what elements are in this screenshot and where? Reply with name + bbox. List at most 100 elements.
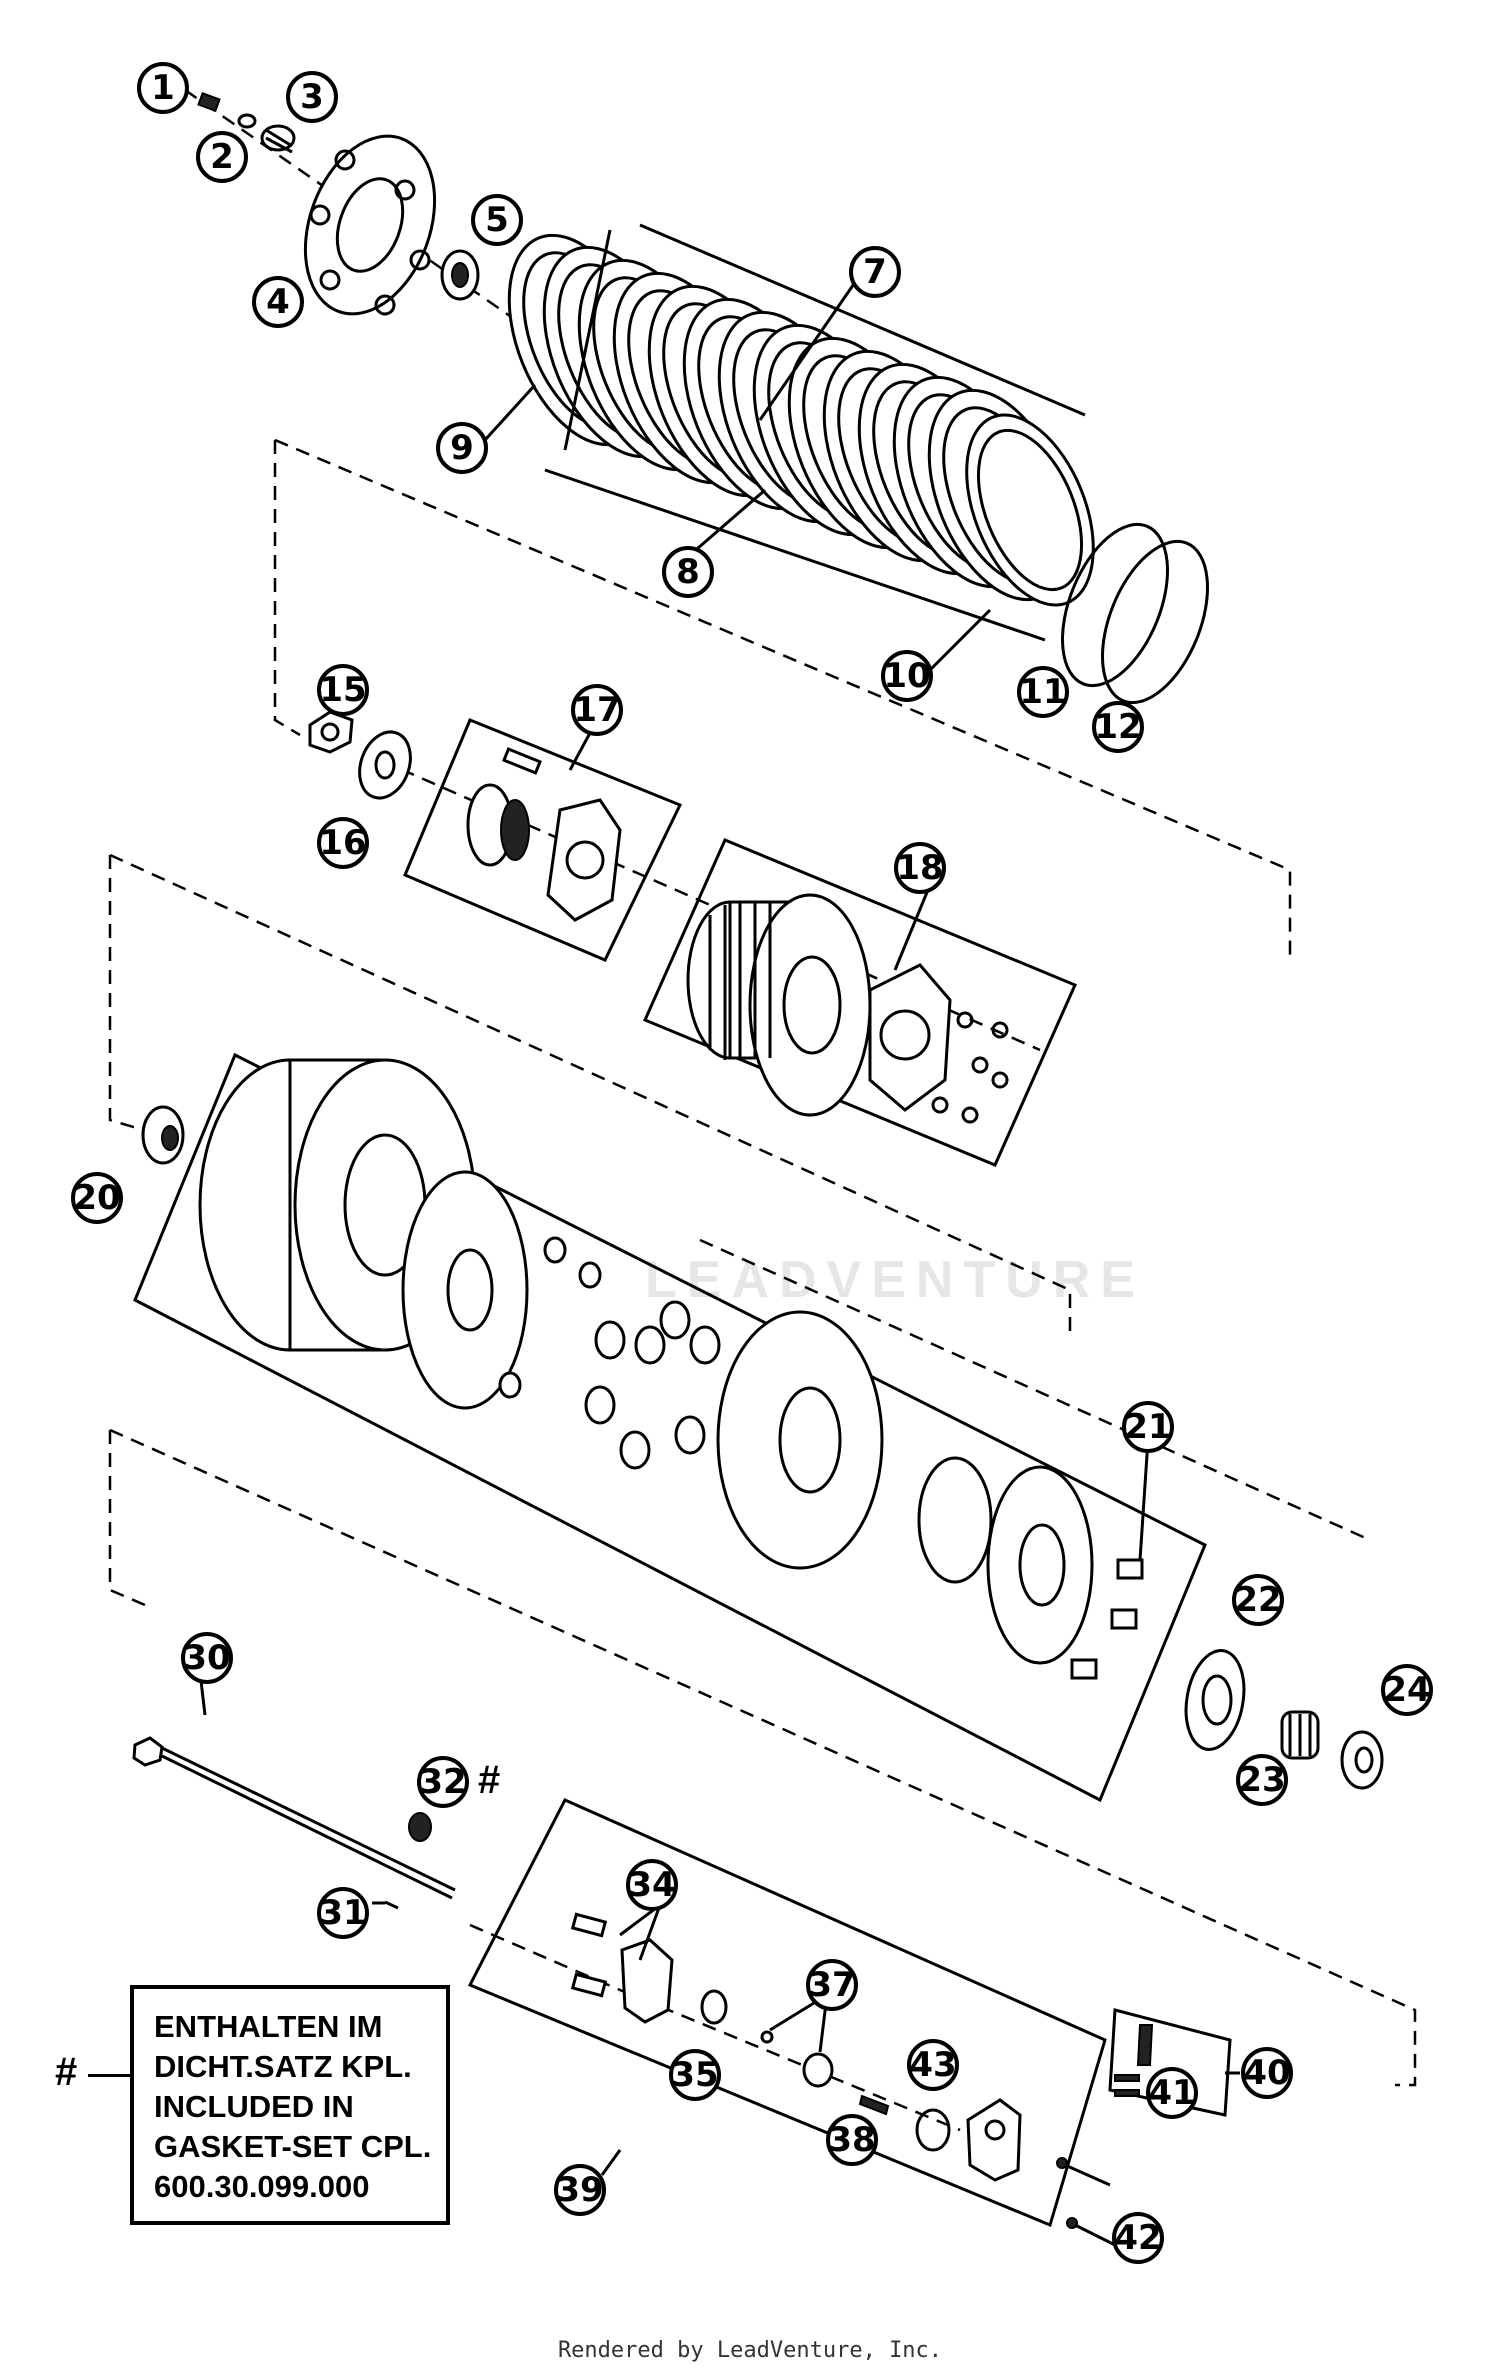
callout-2: 2 [196, 131, 248, 183]
svg-text:43: 43 [909, 2045, 956, 2085]
svg-text:39: 39 [556, 2170, 603, 2210]
part-39-slave-housing [966, 2098, 1022, 2182]
svg-text:16: 16 [319, 823, 366, 863]
callout-41: 41 [1146, 2067, 1198, 2119]
gasket-note-line: DICHT.SATZ KPL. [154, 2049, 412, 2084]
part-22-gear [1184, 1649, 1246, 1751]
footer-credit: Rendered by LeadVenture, Inc. [557, 2338, 943, 2363]
svg-text:22: 22 [1234, 1580, 1281, 1620]
svg-text:20: 20 [73, 1178, 120, 1218]
part-2-washer [237, 113, 257, 129]
callout-35: 35 [669, 2049, 721, 2101]
callout-20: 20 [71, 1172, 123, 1224]
part-43-oring [915, 2108, 951, 2152]
svg-text:32: 32 [419, 1762, 466, 1802]
part-21-clutch-basket [198, 1058, 1144, 1680]
callout-1: 1 [137, 62, 189, 114]
part-30-push-rod [132, 1736, 456, 1900]
callout-3: 3 [286, 71, 338, 123]
part-15-nut [308, 710, 354, 754]
part-24-washer [1340, 1730, 1384, 1790]
svg-text:24: 24 [1383, 1670, 1430, 1710]
part-18-inner-hub [686, 893, 1009, 1124]
callout-38: 38 [826, 2114, 878, 2166]
svg-text:9: 9 [450, 428, 474, 468]
clutch-disc-stack [507, 223, 1095, 642]
callout-31: 31 [317, 1887, 369, 1939]
callout-4: 4 [252, 276, 304, 328]
pressure-plate-group [197, 92, 480, 316]
svg-text:40: 40 [1243, 2053, 1290, 2093]
svg-text:35: 35 [671, 2055, 718, 2095]
part-17-hub-assembly [466, 747, 622, 922]
svg-text:10: 10 [883, 656, 930, 696]
svg-text:42: 42 [1114, 2218, 1161, 2258]
callout-8: 8 [662, 546, 714, 598]
svg-text:17: 17 [573, 690, 620, 730]
callout-24: 24 [1381, 1664, 1433, 1716]
svg-text:8: 8 [676, 552, 700, 592]
box-17 [403, 718, 683, 962]
gasket-note-line: ENTHALTEN IM [154, 2009, 383, 2044]
callout-22: 22 [1232, 1574, 1284, 1626]
callout-21: 21 [1122, 1401, 1174, 1453]
gasket-note-line: INCLUDED IN [154, 2089, 354, 2124]
svg-text:18: 18 [896, 848, 943, 888]
svg-text:12: 12 [1094, 707, 1141, 747]
svg-text:4: 4 [266, 282, 290, 322]
callout-17: 17 [571, 684, 623, 736]
part-11-12-rings [1061, 522, 1209, 705]
part-5-bearing [440, 249, 480, 301]
part-41-bleeder [1114, 2024, 1154, 2097]
callout-30: 30 [181, 1632, 233, 1684]
svg-text:7: 7 [863, 252, 887, 292]
callout-34: 34 [626, 1859, 678, 1911]
part-3-spring [260, 124, 296, 154]
callout-11: 11 [1017, 666, 1069, 718]
callout-10: 10 [881, 650, 933, 702]
callout-7: 7 [849, 246, 901, 298]
callout-5: 5 [471, 194, 523, 246]
part-20-thrust-washer [141, 1105, 185, 1165]
callout-18: 18 [894, 842, 946, 894]
svg-text:5: 5 [485, 200, 509, 240]
callout-32: 32 [417, 1756, 469, 1808]
box-18 [643, 838, 1077, 1167]
box-40 [1108, 2008, 1232, 2117]
svg-text:41: 41 [1148, 2073, 1195, 2113]
gasket-note-line: GASKET-SET CPL. [154, 2129, 432, 2164]
part-1-screw [197, 92, 221, 112]
svg-text:23: 23 [1238, 1760, 1285, 1800]
callout-40: 40 [1241, 2047, 1293, 2099]
part-16-washer [358, 730, 412, 800]
callout-15: 15 [317, 664, 369, 716]
gasket-note-box: ENTHALTEN IM DICHT.SATZ KPL. INCLUDED IN… [130, 1985, 450, 2225]
part-35-oring [700, 1989, 728, 2025]
part-34-release-lever [570, 1912, 674, 2024]
watermark: LEADVENTURE [645, 1251, 1146, 1309]
box-21 [133, 1052, 1207, 1803]
callout-16: 16 [317, 817, 369, 869]
svg-text:2: 2 [210, 137, 234, 177]
group-boxes [133, 718, 1232, 2228]
svg-text:15: 15 [319, 670, 366, 710]
svg-text:21: 21 [1124, 1407, 1171, 1447]
gasket-note-line: 600.30.099.000 [154, 2169, 370, 2204]
svg-text:3: 3 [300, 77, 324, 117]
part-37-piston [760, 2030, 834, 2088]
callout-9: 9 [436, 422, 488, 474]
svg-text:37: 37 [808, 1965, 855, 2005]
callout-39: 39 [554, 2164, 606, 2216]
part-31-ball [384, 1900, 399, 1910]
svg-text:30: 30 [183, 1638, 230, 1678]
part-23-needle-bearing [1280, 1710, 1320, 1760]
callout-37: 37 [806, 1959, 858, 2011]
callout-23: 23 [1236, 1754, 1288, 1806]
callout-leaders [198, 277, 1240, 2176]
gasket-note-marker: # [55, 2050, 78, 2094]
part-42-bolts [1056, 2157, 1116, 2247]
part-32-seal [408, 1812, 432, 1842]
part-38-spring [858, 2094, 890, 2116]
callout-12: 12 [1092, 701, 1144, 753]
